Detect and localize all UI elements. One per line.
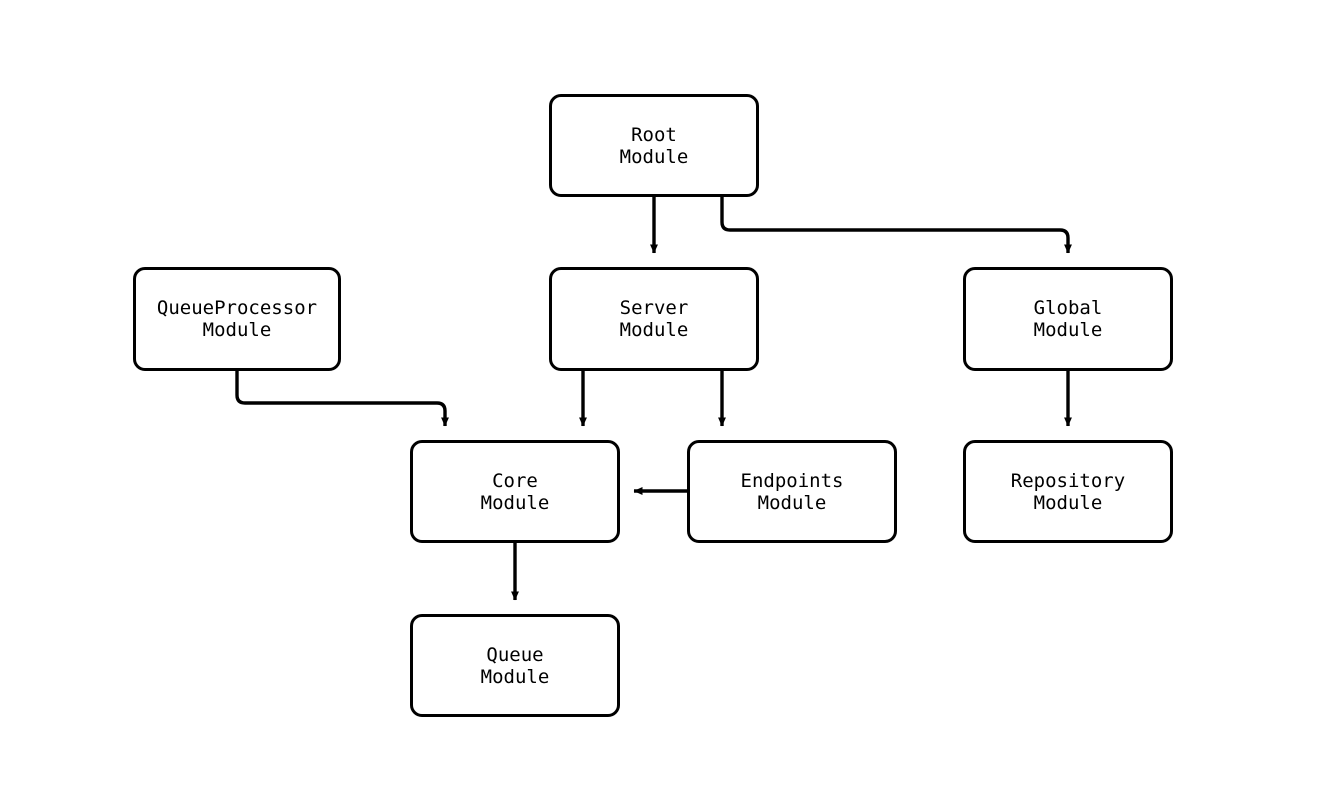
root-module-node[interactable]: Root Module xyxy=(549,94,759,197)
queueprocessor-module-label: QueueProcessor Module xyxy=(156,297,318,341)
repository-module-label: Repository Module xyxy=(1010,469,1126,514)
queueprocessor-module-node[interactable]: QueueProcessor Module xyxy=(133,267,341,371)
global-module-label: Global Module xyxy=(1033,297,1103,341)
global-module-node[interactable]: Global Module xyxy=(963,267,1173,371)
core-module-node[interactable]: Core Module xyxy=(410,440,620,543)
edge-root-to-global xyxy=(720,197,1072,254)
queue-module-node[interactable]: Queue Module xyxy=(410,614,620,717)
root-module-label: Root Module xyxy=(619,123,689,168)
server-module-label: Server Module xyxy=(619,297,689,341)
core-module-label: Core Module xyxy=(480,469,550,514)
queue-module-label: Queue Module xyxy=(480,643,550,688)
server-module-node[interactable]: Server Module xyxy=(549,267,759,371)
endpoints-module-label: Endpoints Module xyxy=(740,469,844,514)
repository-module-node[interactable]: Repository Module xyxy=(963,440,1173,543)
edge-queueprocessor-to-core xyxy=(235,371,449,427)
endpoints-module-node[interactable]: Endpoints Module xyxy=(687,440,897,543)
